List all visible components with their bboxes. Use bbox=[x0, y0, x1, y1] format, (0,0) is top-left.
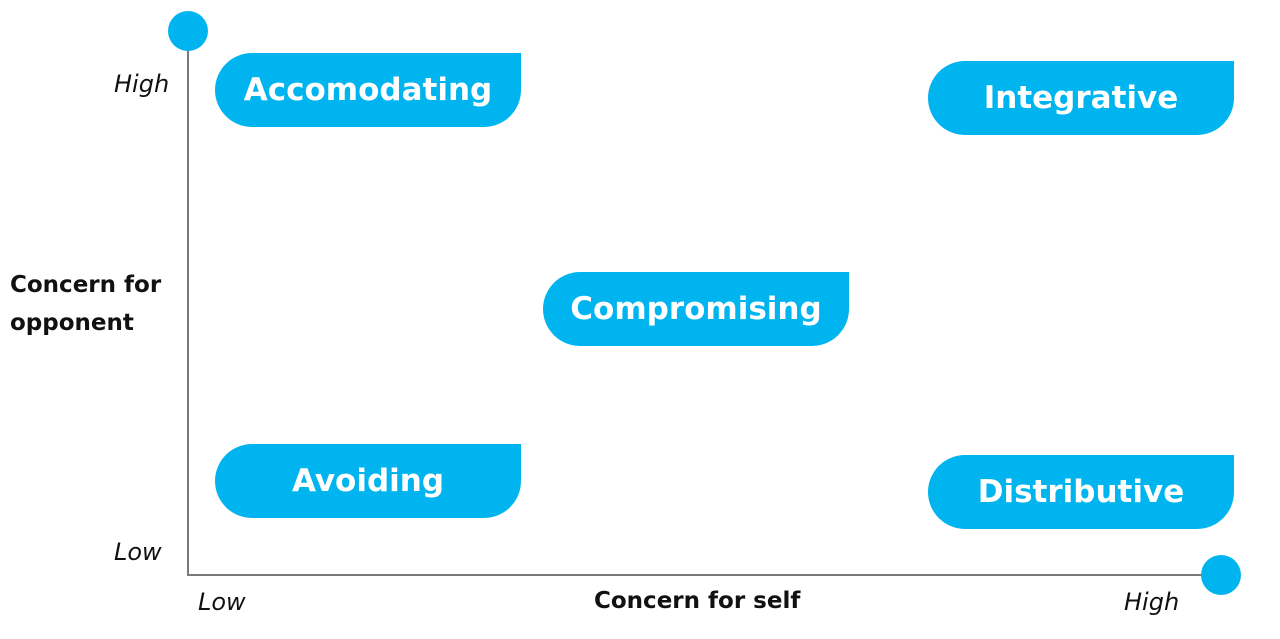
y-axis-title: Concern for opponent bbox=[10, 266, 185, 342]
style-integrative: Integrative bbox=[928, 61, 1234, 135]
y-axis-line bbox=[187, 30, 189, 576]
y-axis-high-label: High bbox=[114, 70, 170, 98]
x-axis-endpoint-dot bbox=[1201, 555, 1241, 595]
x-axis-high-label: High bbox=[1124, 588, 1180, 616]
x-axis-title: Concern for self bbox=[594, 588, 801, 614]
y-axis-low-label: Low bbox=[114, 538, 162, 566]
y-axis-title-line2: opponent bbox=[10, 310, 134, 336]
style-compromising: Compromising bbox=[543, 272, 849, 346]
style-distributive: Distributive bbox=[928, 455, 1234, 529]
x-axis-line bbox=[187, 574, 1219, 576]
y-axis-title-line1: Concern for bbox=[10, 272, 162, 298]
style-accomodating: Accomodating bbox=[215, 53, 521, 127]
x-axis-low-label: Low bbox=[198, 588, 246, 616]
style-avoiding: Avoiding bbox=[215, 444, 521, 518]
y-axis-endpoint-dot bbox=[168, 11, 208, 51]
